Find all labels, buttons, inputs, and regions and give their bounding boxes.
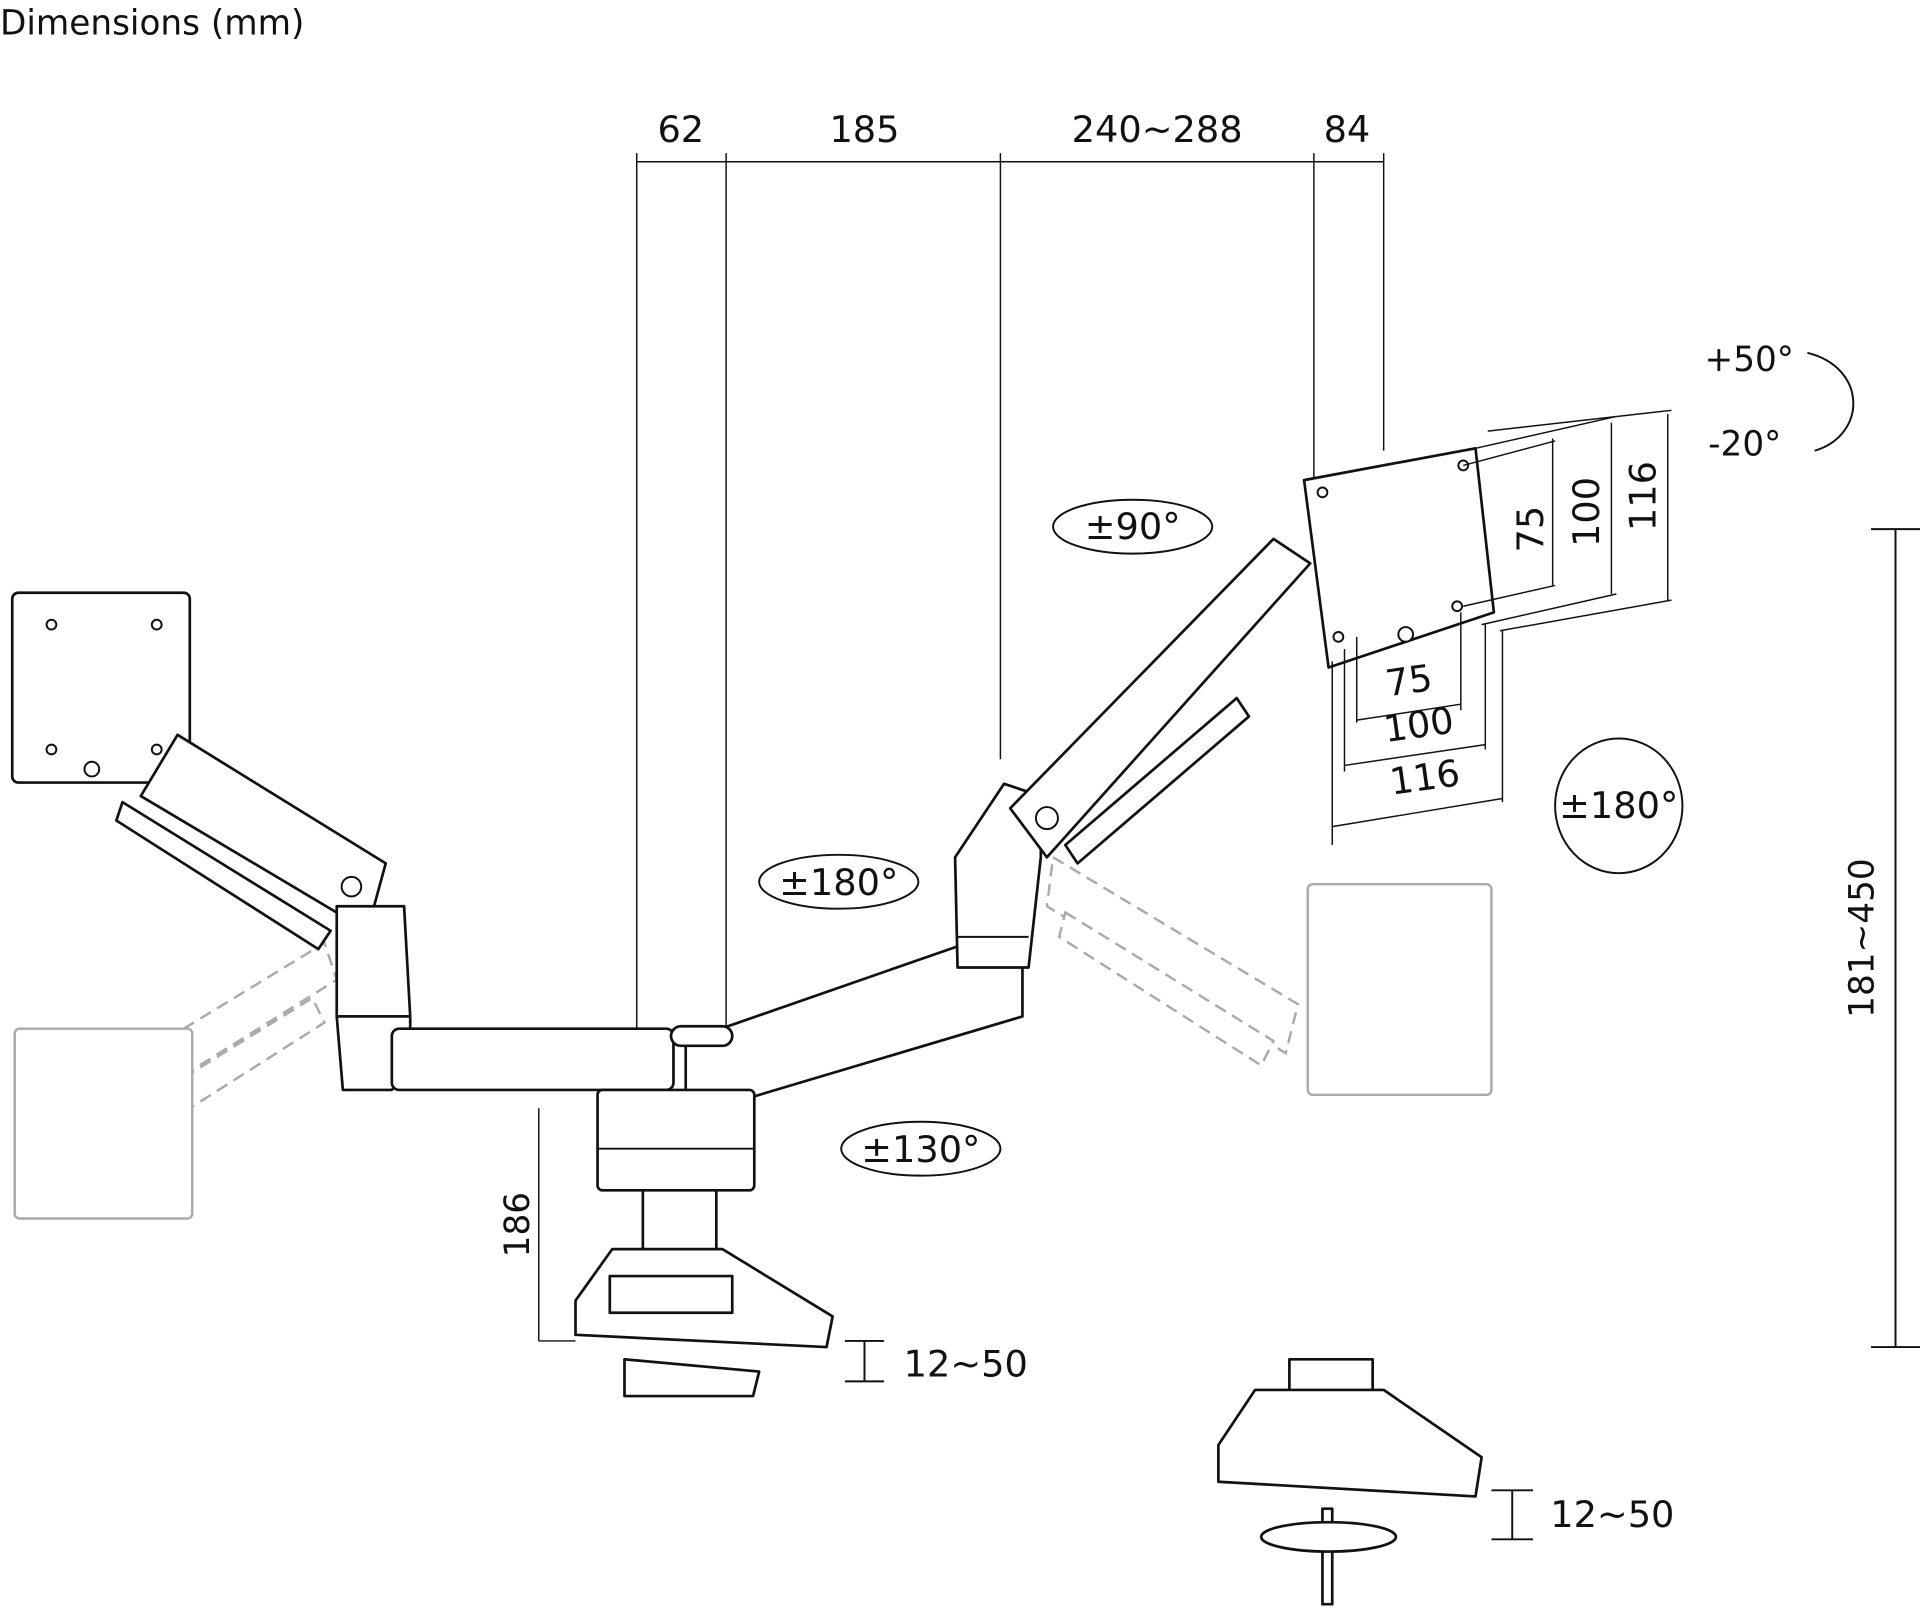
dim-84: 84 — [1324, 108, 1371, 151]
vesa-v-116: 116 — [1622, 461, 1665, 531]
dim-62: 62 — [657, 108, 704, 151]
detail-clamp — [1217, 1357, 1483, 1606]
diagram-title: Dimensions (mm) — [0, 3, 304, 43]
vesa-vertical-dims — [1463, 409, 1672, 632]
ghost-right-monitor — [1045, 855, 1493, 1097]
clamp-range-main-label: 12~50 — [904, 1342, 1028, 1385]
right-arm — [684, 446, 1496, 1104]
vesa-h-116: 116 — [1387, 751, 1462, 803]
height-range-label: 181~450 — [1842, 858, 1882, 1018]
vesa-v-75: 75 — [1509, 506, 1552, 553]
rotation-monitor: ±180° — [1559, 784, 1678, 827]
height-dimension — [1871, 528, 1920, 1349]
rotation-base: ±130° — [861, 1128, 980, 1171]
vesa-h-100: 100 — [1381, 699, 1456, 751]
dim-185: 185 — [829, 108, 899, 151]
rotation-arm-upper: ±90° — [1085, 505, 1181, 548]
rotation-arrow-icon — [840, 1120, 1002, 1177]
top-dimension-lines — [636, 153, 1385, 1029]
tilt-arrow-icon — [1807, 351, 1855, 452]
vesa-v-100: 100 — [1565, 477, 1608, 547]
rotation-arrow-icon — [1554, 737, 1684, 875]
vesa-horizontal-dims — [1331, 612, 1504, 846]
left-arm — [10, 591, 675, 1092]
desk-clamp — [574, 1024, 834, 1398]
ghost-left-monitor — [13, 941, 339, 1220]
dim-240-288: 240~288 — [1072, 108, 1243, 151]
vesa-h-75: 75 — [1383, 656, 1435, 705]
rotation-arm-mid: ±180° — [779, 861, 898, 904]
tilt-down-label: -20° — [1708, 425, 1781, 465]
rotation-arrow-icon — [1052, 498, 1214, 555]
pole-height-label: 186 — [498, 1192, 538, 1257]
rotation-arrow-icon — [758, 853, 920, 910]
clamp-range-detail-label: 12~50 — [1550, 1493, 1674, 1536]
tilt-up-label: +50° — [1704, 340, 1793, 380]
